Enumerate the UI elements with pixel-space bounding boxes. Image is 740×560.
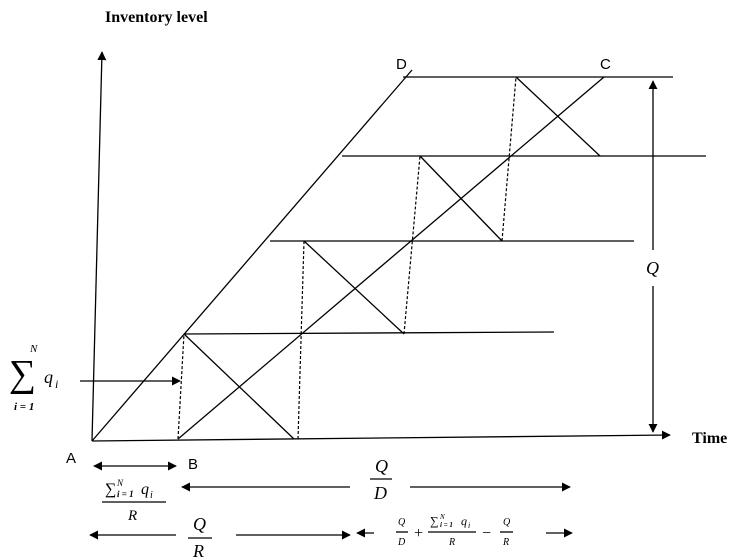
svg-text:Q: Q — [375, 456, 388, 476]
svg-text:R: R — [192, 541, 204, 560]
svg-text:D: D — [397, 537, 406, 548]
x-axis — [91, 430, 671, 442]
dashed-vertical-2 — [297, 240, 305, 440]
svg-text:i: i — [150, 490, 153, 501]
svg-text:N: N — [439, 513, 445, 521]
dashed-vertical-4 — [501, 76, 517, 242]
svg-text:q: q — [141, 481, 149, 498]
svg-text:∑: ∑ — [430, 514, 439, 528]
svg-text:R: R — [502, 537, 509, 548]
svg-text:∑: ∑ — [105, 481, 116, 498]
svg-text:∑: ∑ — [9, 353, 36, 395]
svg-text:i: i — [468, 521, 470, 530]
q-label: Q — [646, 258, 659, 278]
y-axis-label: Inventory level — [105, 9, 208, 26]
point-a-label: A — [66, 450, 76, 467]
svg-text:D: D — [373, 483, 387, 503]
level-line-1 — [183, 331, 555, 335]
svg-text:i = 1: i = 1 — [440, 521, 453, 529]
sum-q-label: N ∑ i = 1 q i — [9, 343, 58, 413]
point-b-label: B — [188, 456, 198, 473]
remainder-expression: Q D + ∑ N i = 1 q i R − Q R — [396, 513, 513, 548]
line-b-c — [177, 76, 605, 440]
line-a-d — [91, 69, 413, 442]
point-d-label: D — [396, 56, 407, 73]
svg-text:Q: Q — [398, 517, 406, 528]
svg-text:Q: Q — [193, 514, 206, 534]
cross-line-1a — [183, 333, 295, 440]
svg-text:q: q — [461, 514, 467, 528]
svg-text:q: q — [44, 367, 53, 387]
svg-text:R: R — [448, 537, 455, 548]
sum-over-r-fraction: ∑ N i = 1 q i R — [102, 478, 166, 524]
svg-text:N: N — [116, 478, 124, 488]
svg-text:R: R — [127, 508, 137, 524]
svg-text:i = 1: i = 1 — [14, 401, 34, 413]
point-c-label: C — [600, 56, 611, 73]
svg-text:N: N — [29, 343, 38, 355]
cross-line-2a — [303, 240, 405, 335]
svg-text:i: i — [55, 377, 58, 391]
svg-text:i = 1: i = 1 — [117, 489, 134, 499]
cross-line-4a — [515, 76, 601, 157]
svg-text:+: + — [414, 525, 423, 542]
y-axis — [91, 51, 107, 442]
q-over-r-fraction: Q R — [188, 514, 212, 560]
svg-text:−: − — [482, 525, 491, 542]
dashed-vertical-1 — [177, 333, 185, 440]
svg-text:Q: Q — [503, 517, 511, 528]
q-over-d-fraction: Q D — [370, 456, 392, 503]
cross-line-3a — [419, 155, 503, 242]
x-axis-label: Time — [692, 430, 727, 447]
